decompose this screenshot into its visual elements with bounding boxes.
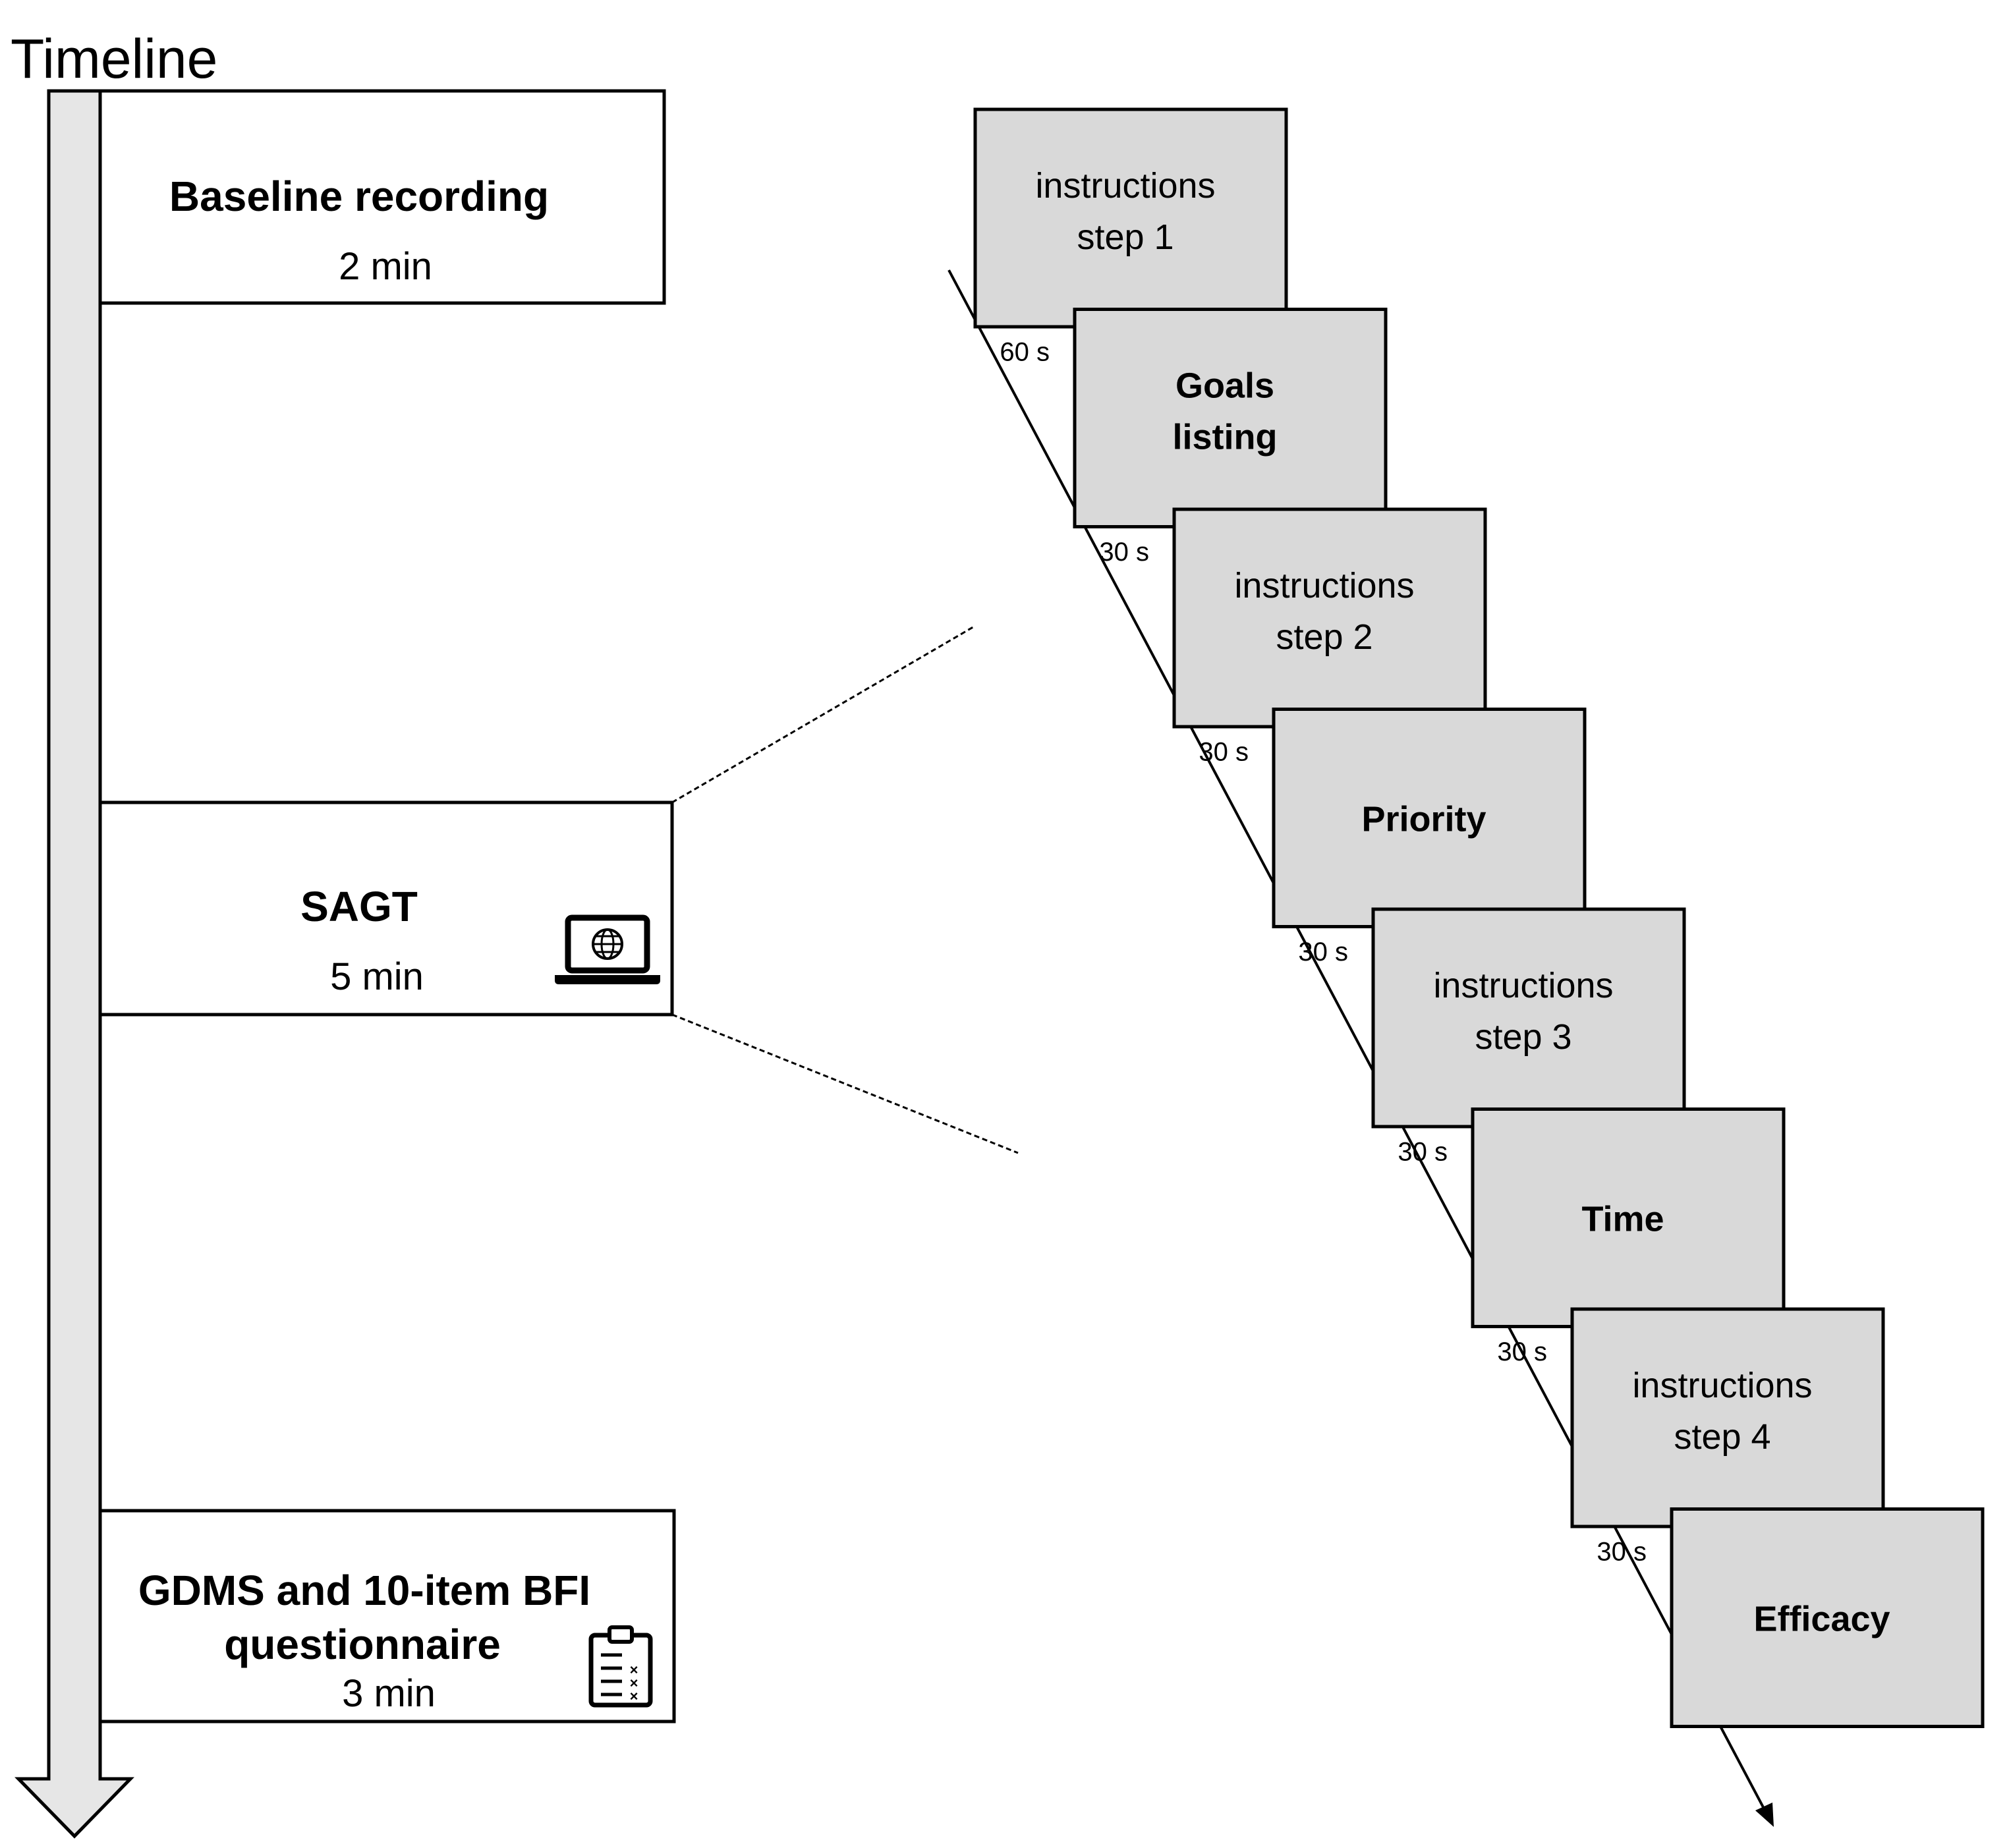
step-duration: 30 s [1597, 1538, 1647, 1567]
step-card-box [1371, 907, 1686, 1129]
step-label-line: step 3 [1475, 1017, 1571, 1057]
step-label-line: Priority [1361, 800, 1486, 839]
step-card-box [1172, 507, 1487, 729]
phase-box [98, 1509, 676, 1723]
step-card: instructions step 3 30 s [1298, 907, 1686, 1129]
step-card-box [1073, 308, 1388, 528]
zoom-connector-bottom [671, 1013, 1019, 1154]
step-label-line: instructions [1632, 1366, 1812, 1405]
step-label-line: Goals [1175, 366, 1274, 406]
step-card: Time 30 s [1398, 1107, 1786, 1328]
phase-baseline-recording: Baseline recording 2 min [98, 89, 666, 305]
step-label-line: instructions [1234, 566, 1414, 605]
step-card-box [1272, 708, 1587, 928]
svg-text:×: × [630, 1662, 638, 1678]
step-duration: 30 s [1099, 538, 1149, 567]
phase-duration: 2 min [339, 245, 432, 288]
step-card: instructions step 1 [973, 107, 1288, 329]
step-label-line: step 2 [1276, 617, 1372, 657]
step-time-axis-arrowhead [1755, 1803, 1774, 1827]
step-duration: 30 s [1497, 1337, 1547, 1366]
phase-title: Baseline recording [169, 173, 549, 220]
phase-sagt: SAGT 5 min [98, 800, 674, 1017]
laptop-icon [555, 914, 660, 984]
phase-duration: 5 min [330, 955, 424, 998]
step-label-line: step 1 [1077, 217, 1174, 257]
zoom-connector-top [671, 625, 976, 804]
phase-box [98, 89, 666, 305]
step-label-line: instructions [1035, 166, 1215, 206]
step-card-box [1471, 1107, 1786, 1328]
svg-text:×: × [630, 1675, 638, 1691]
step-label-line: instructions [1433, 966, 1613, 1005]
step-label-line: listing [1173, 418, 1278, 457]
clipboard-icon: × × × [588, 1625, 653, 1708]
step-duration: 30 s [1298, 938, 1348, 966]
step-label-line: step 4 [1674, 1417, 1770, 1457]
phase-duration: 3 min [342, 1672, 436, 1715]
step-card: instructions step 2 30 s [1099, 507, 1487, 729]
step-card-box [1570, 1307, 1885, 1528]
step-card: Efficacy 30 s [1597, 1507, 1985, 1728]
phase-title-line-1: GDMS and 10-item BFI [138, 1567, 590, 1614]
phases: Baseline recording 2 min SAGT 5 min GDMS… [98, 89, 676, 1723]
step-label-line: Time [1581, 1200, 1664, 1239]
phase-questionnaire: GDMS and 10-item BFI questionnaire 3 min… [98, 1509, 676, 1723]
svg-text:×: × [630, 1688, 638, 1704]
step-card-box [1670, 1507, 1985, 1728]
step-duration: 60 s [1000, 338, 1050, 367]
phase-title-line-2: questionnaire [224, 1621, 501, 1668]
timeline-arrow [14, 89, 134, 1839]
step-card-box [973, 107, 1288, 329]
step-card: instructions step 4 30 s [1497, 1307, 1885, 1528]
step-card: Priority 30 s [1199, 708, 1587, 928]
step-card: Goals listing 60 s [1000, 308, 1388, 528]
sagt-steps: instructions step 1 Goals listing 60 s instru… [973, 107, 1985, 1728]
timeline-title: Timeline [11, 28, 217, 90]
phase-title: SAGT [300, 883, 418, 930]
step-duration: 30 s [1398, 1138, 1448, 1167]
step-duration: 30 s [1199, 738, 1249, 767]
step-label-line: Efficacy [1753, 1600, 1890, 1639]
